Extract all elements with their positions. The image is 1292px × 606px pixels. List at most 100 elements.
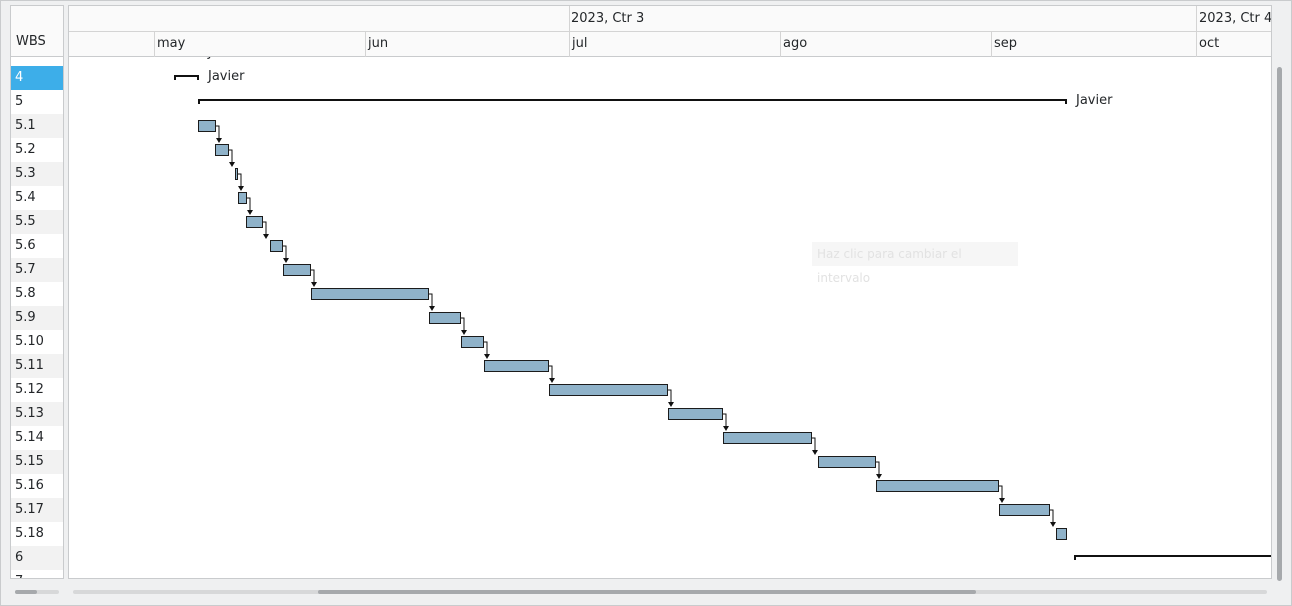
month-separator — [991, 32, 992, 57]
wbs-scroll-track[interactable] — [15, 590, 59, 594]
wbs-row[interactable]: 5.8 — [15, 286, 36, 301]
dependency-line — [876, 461, 880, 478]
task-bar[interactable] — [198, 120, 216, 132]
dependency-arrowhead — [263, 234, 269, 239]
wbs-row[interactable]: 5.16 — [15, 478, 44, 493]
dependency-arrowhead — [311, 282, 317, 287]
task-bar[interactable] — [246, 216, 263, 228]
month-separator — [569, 32, 570, 57]
dependency-line — [812, 437, 816, 454]
task-bar[interactable] — [549, 384, 668, 396]
dependency-line — [311, 269, 315, 286]
wbs-row[interactable]: 5.9 — [11, 306, 63, 330]
vertical-scroll-thumb[interactable] — [1277, 67, 1282, 581]
dependency-line — [484, 341, 488, 358]
dependency-line — [549, 365, 553, 382]
dependency-line — [283, 245, 287, 262]
dependency-arrowhead — [723, 426, 729, 431]
month-label: jul — [572, 36, 588, 51]
month-separator — [780, 32, 781, 57]
wbs-header-label: WBS — [16, 34, 46, 49]
quarter-separator — [1196, 6, 1197, 31]
task-bar[interactable] — [461, 336, 484, 348]
task-bar[interactable] — [999, 504, 1050, 516]
wbs-row[interactable]: 5.4 — [15, 190, 36, 205]
wbs-row[interactable]: 4 — [11, 66, 63, 90]
task-bar[interactable] — [818, 456, 876, 468]
task-bar[interactable] — [238, 192, 247, 204]
task-bar[interactable] — [876, 480, 999, 492]
wbs-row[interactable]: 5.1 — [11, 114, 63, 138]
quarter-label: 2023, Ctr 3 — [571, 11, 645, 26]
wbs-row[interactable]: 7 — [11, 570, 63, 578]
wbs-row[interactable]: 5.13 — [11, 402, 63, 426]
dependency-arrowhead — [812, 450, 818, 455]
wbs-row[interactable]: 5.15 — [11, 450, 63, 474]
task-bar[interactable] — [723, 432, 812, 444]
wbs-row[interactable]: 5.18 — [15, 526, 44, 541]
gantt-horizontal-scrollbar[interactable] — [68, 586, 1272, 598]
dependency-arrowhead — [1050, 522, 1056, 527]
dependency-line — [1050, 509, 1054, 526]
wbs-row[interactable]: 5.12 — [15, 382, 44, 397]
timeline-header[interactable]: 2023, Ctr 3 2023, Ctr 4 may jun jul ago sep oct — [69, 6, 1272, 57]
wbs-row[interactable]: 6 — [11, 546, 63, 570]
dependency-arrows — [216, 125, 1056, 527]
dependency-line — [216, 125, 220, 142]
vertical-scrollbar[interactable] — [1275, 5, 1285, 581]
wbs-column-header[interactable]: WBS — [11, 6, 63, 57]
wbs-row[interactable]: 5.5 — [11, 210, 63, 234]
month-label: may — [157, 36, 186, 51]
dependency-arrowhead — [549, 378, 555, 383]
task-bar[interactable] — [311, 288, 429, 300]
dependency-arrowhead — [668, 402, 674, 407]
month-label: jun — [368, 36, 389, 51]
task-bar[interactable] — [429, 312, 461, 324]
summary-bar-6[interactable] — [1074, 555, 1271, 560]
task-bar[interactable] — [283, 264, 311, 276]
task-bar[interactable] — [270, 240, 283, 252]
wbs-row[interactable]: 5.11 — [11, 354, 63, 378]
task-bar[interactable] — [215, 144, 229, 156]
month-label: ago — [783, 36, 808, 51]
summary-bar-5[interactable] — [198, 99, 1067, 104]
wbs-row[interactable]: 5.10 — [15, 334, 44, 349]
dependency-arrowhead — [216, 138, 222, 143]
dependency-line — [263, 221, 267, 238]
month-separator — [365, 32, 366, 57]
wbs-horizontal-scrollbar[interactable] — [10, 586, 64, 598]
gantt-body[interactable]: Haz clic para cambiar el intervalo Javie… — [69, 45, 1271, 578]
wbs-row[interactable]: 5.17 — [11, 498, 63, 522]
dependency-arrowhead — [876, 474, 882, 479]
task-bar[interactable] — [668, 408, 723, 420]
wbs-row[interactable]: 5.14 — [15, 430, 44, 445]
task-bar[interactable] — [1056, 528, 1067, 540]
quarter-separator — [569, 6, 570, 31]
wbs-row[interactable]: 5.3 — [11, 162, 63, 186]
wbs-row[interactable]: 5.6 — [15, 238, 36, 253]
month-separator — [154, 32, 155, 57]
dependency-arrowhead — [461, 330, 467, 335]
resource-label: Javier — [208, 69, 245, 84]
wbs-row[interactable]: 5.7 — [11, 258, 63, 282]
wbs-scroll-thumb[interactable] — [15, 590, 37, 594]
quarter-label: 2023, Ctr 4 — [1199, 11, 1272, 26]
gantt-scroll-thumb[interactable] — [318, 590, 976, 594]
dependency-arrowhead — [999, 498, 1005, 503]
task-bar[interactable] — [235, 168, 238, 180]
dependency-arrowhead — [429, 306, 435, 311]
task-bar[interactable] — [484, 360, 549, 372]
month-label: oct — [1199, 36, 1220, 51]
wbs-row[interactable]: 5.2 — [15, 142, 36, 157]
dependency-line — [461, 317, 465, 334]
month-separator — [1196, 32, 1197, 57]
month-label: sep — [994, 36, 1018, 51]
summary-bar-4[interactable] — [174, 75, 199, 80]
gantt-chart[interactable]: Haz clic para cambiar el intervalo Javie… — [68, 5, 1272, 579]
wbs-row[interactable]: 5 — [15, 94, 24, 109]
dependency-arrowhead — [247, 210, 253, 215]
dependency-line — [668, 389, 672, 406]
wbs-column: 3455.15.25.35.45.55.65.75.85.95.105.115.… — [10, 5, 64, 579]
dependency-arrowhead — [484, 354, 490, 359]
